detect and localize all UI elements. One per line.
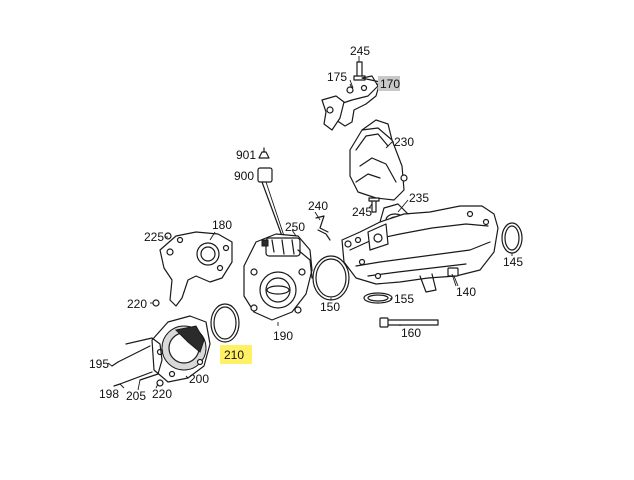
callout-230: 230: [394, 135, 414, 149]
callout-200: 200: [189, 372, 209, 386]
callout-150: 150: [320, 300, 340, 314]
callout-210-highlight: [220, 345, 252, 364]
part-145-seal-ring: [501, 222, 523, 254]
part-205-wire-clip: [125, 337, 163, 381]
callout-180: 180: [212, 218, 232, 232]
part-230-housing: [349, 119, 408, 201]
callout-220-bottom: 220: [152, 387, 172, 401]
callout-220-mid: 220: [127, 297, 147, 311]
part-210-gasket: [210, 303, 240, 343]
part-225-screw: [164, 232, 172, 240]
part-200-flange: [151, 315, 211, 383]
part-900-sensor: [257, 167, 285, 237]
leader-lines: [107, 83, 513, 391]
callout-235: 235: [409, 191, 429, 205]
part-220-screw-b: [156, 379, 164, 387]
callout-140: 140: [456, 285, 476, 299]
callout-190: 190: [273, 329, 293, 343]
callout-160: 160: [401, 326, 421, 340]
callout-170-highlight: [378, 76, 400, 91]
callout-205: 205: [126, 389, 146, 403]
part-195-bolt: [111, 345, 151, 367]
part-170-bracket: [321, 75, 382, 131]
part-901-bolt: [258, 147, 270, 159]
part-150-o-ring: [312, 255, 350, 301]
callout-145: 145: [503, 255, 523, 269]
part-198-bolt: [113, 371, 153, 387]
part-245-screw: [368, 197, 380, 213]
part-180-bracket: [159, 231, 233, 307]
callout-175: 175: [327, 70, 347, 84]
callout-245-mid: 245: [352, 205, 372, 219]
callout-198: 198: [99, 387, 119, 401]
callout-170: 170: [380, 77, 400, 91]
part-245-bolt-top: [353, 56, 366, 81]
part-240-clip: [315, 215, 331, 241]
part-160-bolt: [379, 317, 439, 328]
callout-210: 210: [224, 348, 244, 362]
part-155-clamp: [363, 292, 393, 304]
callout-225: 225: [144, 230, 164, 244]
callout-155: 155: [394, 292, 414, 306]
callout-900: 900: [234, 169, 254, 183]
part-140-manifold: [341, 203, 499, 293]
callout-250: 250: [285, 220, 305, 234]
callout-195: 195: [89, 357, 109, 371]
part-190-throttle-body: [243, 233, 313, 321]
callout-245-top: 245: [350, 44, 370, 58]
part-220-screw-a: [152, 299, 160, 307]
callout-240: 240: [308, 199, 328, 213]
callout-901: 901: [236, 148, 256, 162]
